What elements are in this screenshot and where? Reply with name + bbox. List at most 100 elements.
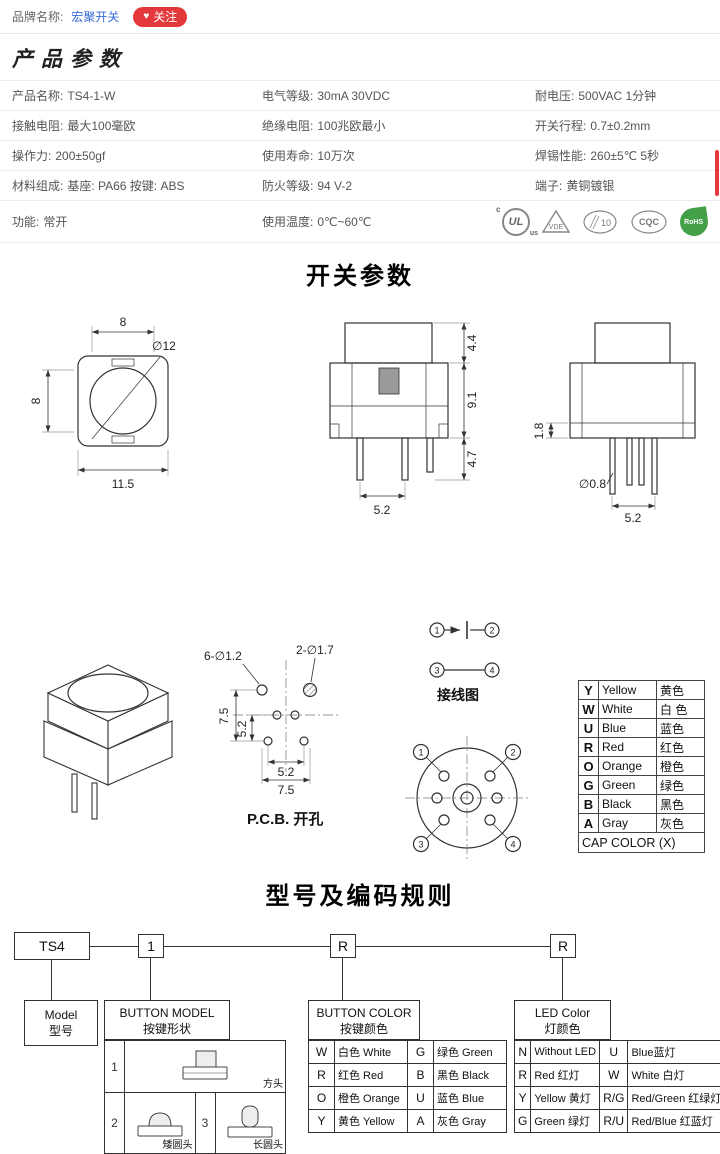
led-name: White 白灯: [628, 1064, 720, 1087]
connector-line: [562, 958, 563, 1000]
wiring-pin-3: 3: [434, 666, 439, 676]
brand-label: 品牌名称:: [12, 8, 63, 25]
cap-color-en: Gray: [599, 814, 657, 833]
spec-value: 200±50gf: [55, 149, 105, 163]
spec-cell: 材料组成: 基座: PA66 按键: ABS: [0, 177, 250, 194]
pcb-label: P.C.B. 开孔: [247, 811, 323, 828]
color-code: B: [408, 1064, 434, 1087]
spec-cell: 使用寿命: 10万次: [250, 147, 523, 164]
spec-cell: 焊锡性能:260±5℃ 5秒: [523, 147, 720, 164]
brand-bar: 品牌名称: 宏聚开关 ♥ 关注: [0, 0, 720, 34]
follow-button[interactable]: ♥ 关注: [133, 7, 187, 27]
led-name: Red 红灯: [531, 1064, 600, 1087]
dim-pitch-label: 5.2: [374, 503, 391, 517]
dim-pin-dia-label: ∅0.8: [579, 477, 606, 491]
coding-rules-heading: 型号及编码规则: [0, 876, 720, 911]
cap-color-en: Orange: [599, 757, 657, 776]
cap-color-code: W: [579, 700, 599, 719]
connector-line: [51, 960, 52, 1000]
spec-value: 100兆欧最小: [317, 119, 385, 133]
spec-cell: 耐电压: 500VAC 1分钟: [523, 87, 720, 104]
spec-value: 黄铜镀银: [566, 179, 614, 193]
spec-table: 产品名称:TS4-1-W 电气等级: 30mA 30VDC 耐电压: 500VAC …: [0, 80, 720, 243]
spec-label: 电气等级:: [262, 89, 313, 103]
spec-cell: 产品名称:TS4-1-W: [0, 87, 250, 104]
led-code: R/U: [600, 1110, 628, 1133]
connector-line: [164, 946, 330, 947]
brand-link[interactable]: 宏聚开关: [71, 8, 119, 25]
bottom-pin-2: 2: [510, 748, 515, 758]
spec-cell: 使用温度: 0℃~60℃: [250, 213, 523, 230]
led-name: Red/Blue 红蓝灯: [628, 1110, 720, 1133]
spec-row: 功能:常开 使用温度:0℃~60℃ c UL us VDE: [0, 201, 720, 243]
color-code: U: [408, 1087, 434, 1110]
cap-color-en: Green: [599, 776, 657, 795]
color-name: 灰色 Gray: [434, 1110, 507, 1133]
wiring-pin-2: 2: [489, 626, 494, 636]
button-model-label: 长圆头: [253, 1136, 283, 1151]
spec-label: 材料组成:: [12, 179, 63, 193]
bottom-pin-1: 1: [418, 748, 423, 758]
spec-value: 0℃~60℃: [317, 215, 371, 229]
cap-color-footer: CAP COLOR (X): [579, 833, 705, 853]
dim-bottom-label: 11.5: [112, 477, 135, 491]
spec-label: 端子:: [535, 179, 562, 193]
button-model-cell: 长圆头: [216, 1093, 286, 1153]
connector-line: [150, 958, 151, 1000]
spec-value: 500VAC 1分钟: [578, 89, 656, 103]
wiring-diagram: 1 2 3 4 接线图: [430, 621, 499, 703]
dim-cap-label: 4.4: [465, 334, 479, 351]
spec-value: TS4-1-W: [67, 89, 115, 103]
spec-value: 10万次: [317, 149, 354, 163]
spec-row: 材料组成: 基座: PA66 按键: ABS 防火等级:94 V-2 端子: 黄铜镀…: [0, 171, 720, 201]
led-color-header: LED Color 灯颜色: [514, 1000, 611, 1040]
spec-value: 94 V-2: [317, 179, 352, 193]
spec-label: 绝缘电阻:: [262, 119, 313, 133]
button-model-row: 2 矮圆头 3 长圆头: [105, 1093, 285, 1153]
button-model-no: 3: [196, 1093, 216, 1153]
spec-value: 30mA 30VDC: [317, 89, 390, 103]
spec-cell: 操作力:200±50gf: [0, 147, 250, 164]
model-cn: 型号: [25, 1023, 97, 1039]
color-name: 白色 White: [335, 1041, 408, 1064]
spec-value: 0.7±0.2mm: [590, 119, 650, 133]
code-box-model: TS4: [14, 932, 90, 960]
spec-label: 使用寿命:: [262, 149, 313, 163]
led-name: Yellow 黄灯: [531, 1087, 600, 1110]
spec-cell: 开关行程:0.7±0.2mm: [523, 117, 720, 134]
spec-value: 最大100毫欧: [67, 119, 135, 133]
dim-body-label: 9.1: [465, 391, 479, 408]
color-code: G: [408, 1041, 434, 1064]
led-code: N: [515, 1041, 531, 1064]
cap-color-cn: 绿色: [657, 776, 705, 795]
spec-label: 焊锡性能:: [535, 149, 586, 163]
pcb-dim-h-inner: 5.2: [278, 765, 295, 779]
button-model-title-cn: 按键形状: [105, 1021, 229, 1037]
cap-color-cn: 黑色: [657, 795, 705, 814]
cap-color-cn: 蓝色: [657, 719, 705, 738]
spec-cell: 绝缘电阻: 100兆欧最小: [250, 117, 523, 134]
bottom-pin-3: 3: [418, 840, 423, 850]
scrollbar-thumb[interactable]: [715, 150, 719, 196]
cap-color-en: Red: [599, 738, 657, 757]
cap-color-en: Black: [599, 795, 657, 814]
wiring-pin-1: 1: [434, 626, 439, 636]
spec-cell: 接触电阻:最大100毫欧: [0, 117, 250, 134]
bottom-pin-4: 4: [510, 840, 515, 850]
code-box-shape: 1: [138, 934, 164, 958]
spec-label: 耐电压:: [535, 89, 574, 103]
spec-label: 使用温度:: [262, 215, 313, 229]
spec-cell: 防火等级:94 V-2: [250, 177, 523, 194]
button-color-title-en: BUTTON COLOR: [309, 1005, 419, 1021]
pcb-dim-v-outer: 7.5: [217, 707, 231, 724]
spec-value: 基座: PA66 按键: ABS: [67, 179, 184, 193]
pcb-dim-v-inner: 5.2: [235, 720, 249, 737]
